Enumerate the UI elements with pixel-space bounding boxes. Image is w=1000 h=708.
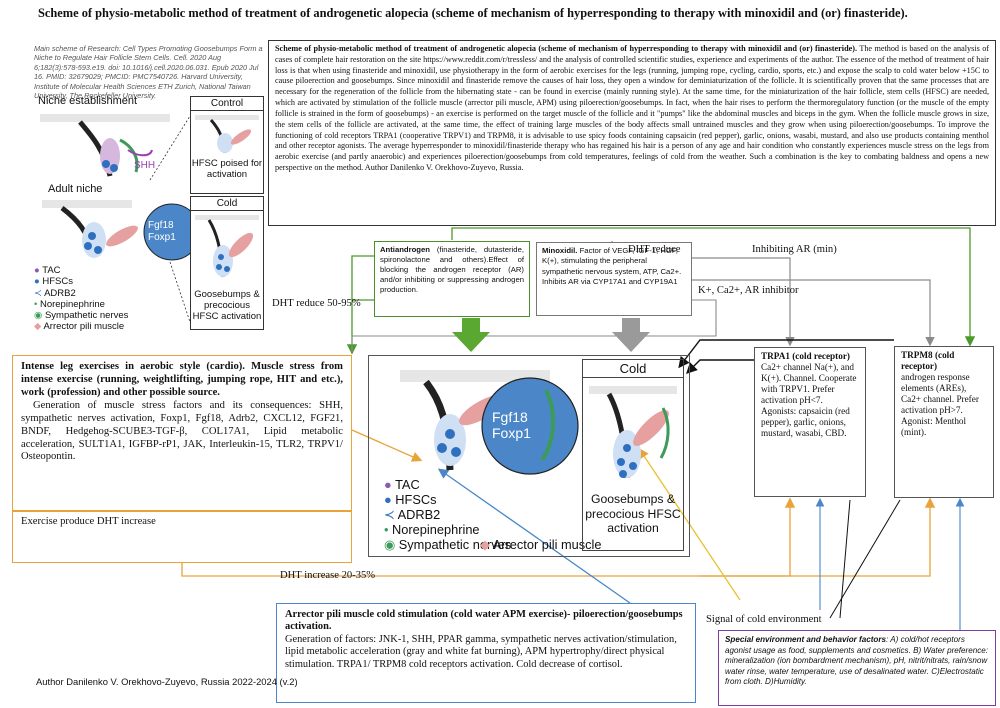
author-credit: Author Danilenko V. Orekhovo-Zuyevo, Rus… bbox=[36, 676, 298, 687]
fgf18-small: Fgf18 bbox=[148, 220, 174, 231]
cold-big-title: Cold bbox=[583, 360, 683, 378]
center-illustration-frame bbox=[368, 355, 690, 557]
center-legend-tac: ● TAC bbox=[384, 477, 420, 492]
cold-small-caption: Goosebumps & precocious HFSC activation bbox=[192, 289, 262, 322]
legs-to-center-line bbox=[351, 429, 423, 462]
dht-reduce-label: DHT reduce bbox=[628, 244, 681, 255]
legend-tac: ● TAC bbox=[34, 265, 61, 276]
leg-exercise-box: Intense leg exercises in aerobic style (… bbox=[12, 355, 352, 511]
apm-title: Arrector pili muscle cold stimulation (c… bbox=[285, 609, 683, 633]
minox-to-trpm8-line bbox=[692, 279, 935, 347]
legend-adrb2: ≺ ADRB2 bbox=[34, 288, 76, 299]
control-box: Control HFSC poised for activation bbox=[190, 96, 264, 194]
adult-niche-title: Adult niche bbox=[48, 183, 103, 195]
trpa1-text: Ca2+ channel Na(+), and K(+). Channel. C… bbox=[761, 362, 857, 439]
description-box: Scheme of physio-metabolic method of tre… bbox=[268, 40, 996, 226]
special-text: : A) cold/hot receptors agonist usage as… bbox=[725, 635, 989, 687]
cold-big-caption: Goosebumps & precocious HFSC activation bbox=[585, 492, 681, 536]
center-follicle-illustration: Fgf18 Foxp1 bbox=[400, 370, 579, 475]
minoxidil-box: Minoxidil. Factor of VEGF, IGF-1, HGF, K… bbox=[536, 242, 692, 316]
control-follicle-icon bbox=[195, 115, 259, 154]
cold-signal-label: Signal of cold environment bbox=[706, 614, 822, 625]
control-title: Control bbox=[191, 97, 263, 111]
minox-to-center-line bbox=[351, 299, 717, 352]
description-title: Scheme of physio-metabolic method of tre… bbox=[275, 44, 858, 53]
description-body: The method is based on the analysis of c… bbox=[275, 44, 990, 173]
cold-env-line-4 bbox=[839, 499, 851, 619]
trpa1-to-cold-arrow bbox=[686, 359, 754, 374]
cold-env-line-3 bbox=[829, 499, 901, 619]
dotted-connector-2 bbox=[169, 261, 191, 323]
cold-small-follicle-icon bbox=[195, 215, 259, 278]
special-environment-box: Special environment and behavior factors… bbox=[718, 630, 996, 706]
leg-exercise-text: Generation of muscle stress factors and … bbox=[21, 399, 343, 463]
center-legend-hfscs: ● HFSCs bbox=[384, 492, 437, 507]
center-legend-adrb2: ≺ ADRB2 bbox=[384, 507, 441, 522]
antiandrogen-text: (finasteride, dutasteride, spironolacton… bbox=[380, 245, 524, 294]
dht-increase-trpa1-line bbox=[700, 497, 796, 577]
trpm8-text: androgen response elements (AREs), Ca2+ … bbox=[901, 372, 979, 438]
foxp1-small: Foxp1 bbox=[148, 232, 176, 243]
trpm8-title-suffix: (cold receptor) bbox=[901, 350, 955, 372]
trpa1-box: TRPA1 (cold receptor) Ca2+ channel Na(+)… bbox=[754, 347, 866, 497]
legend-hfscs: ● HFSCs bbox=[34, 276, 74, 287]
minoxidil-down-arrow bbox=[612, 318, 650, 352]
trpm8-title: TRPM8 bbox=[901, 350, 933, 360]
antiandrogen-down-arrow bbox=[452, 318, 490, 352]
control-caption: HFSC poised for activation bbox=[191, 158, 263, 180]
dht-reduce-range-label: DHT reduce 50-95% bbox=[272, 298, 361, 309]
inhibiting-ar-label: Inhibiting AR (min) bbox=[752, 244, 837, 255]
center-legend-arrector: ◆ Arrector pili muscle bbox=[480, 537, 602, 552]
cold-big-follicle-icon bbox=[589, 386, 677, 479]
minoxidil-text: Factor of VEGF, IGF-1, HGF, K(+), stimul… bbox=[542, 246, 682, 287]
niche-illustration: SHH bbox=[40, 114, 170, 177]
dht-reduce-left-line bbox=[346, 255, 374, 355]
ions-label: K+, Ca2+, AR inhibitor bbox=[698, 285, 799, 296]
center-legend-sympathetic: ◉ Sympathetic nerves bbox=[384, 537, 512, 552]
foxp1-big: Foxp1 bbox=[492, 425, 531, 441]
antiandrogen-title: Antiandrogen bbox=[380, 245, 430, 254]
trpm8-to-cold-arrow bbox=[678, 339, 894, 369]
niche-title: Niche establishment bbox=[38, 95, 138, 107]
main-title: Scheme of physio-metabolic method of tre… bbox=[38, 6, 908, 20]
cold-small-box: Cold Goosebumps & precocious HFSC activa… bbox=[190, 196, 264, 330]
antiandrogen-box: Antiandrogen (finasteride, dutasteride, … bbox=[374, 241, 530, 317]
reference-text: Main scheme of Research: Cell Types Prom… bbox=[34, 44, 263, 101]
exercise-produce-box: Exercise produce DHT increase bbox=[12, 511, 352, 563]
legend-arrector: ◆ Arrector pili muscle bbox=[34, 321, 125, 332]
apm-cold-stimulation-box: Arrector pili muscle cold stimulation (c… bbox=[276, 603, 696, 703]
dotted-connector bbox=[149, 115, 191, 181]
leg-exercise-title: Intense leg exercises in aerobic style (… bbox=[21, 361, 343, 398]
cold-big-box: Cold Goosebumps & precocious HFSC activa… bbox=[582, 359, 684, 551]
minoxidil-title: Minoxidil. bbox=[542, 246, 578, 255]
fgf18-big: Fgf18 bbox=[492, 409, 528, 425]
apm-text: Generation of factors: JNK-1, SHH, PPAR … bbox=[285, 633, 677, 670]
dht-increase-label: DHT increase 20-35% bbox=[280, 570, 376, 581]
dht-reduce-line bbox=[451, 227, 976, 347]
cold-small-title: Cold bbox=[191, 197, 263, 211]
trpa1-title: TRPA1 (cold receptor) bbox=[761, 351, 850, 361]
trpm8-box: TRPM8 (cold receptor) androgen response … bbox=[894, 346, 994, 498]
dht-increase-line bbox=[181, 497, 936, 577]
legend-sympathetic: ◉ Sympathetic nerves bbox=[34, 310, 129, 321]
adult-niche-illustration: Fgf18 Foxp1 bbox=[42, 200, 190, 261]
center-legend-norepinephrine: • Norepinephrine bbox=[384, 522, 480, 537]
apm-to-center-line bbox=[437, 468, 631, 604]
legend-norepinephrine: • Norepinephrine bbox=[34, 299, 105, 310]
special-title: Special environment and behavior factors bbox=[725, 635, 887, 644]
shh-label: SHH bbox=[134, 160, 155, 171]
cold-signal-gold-line bbox=[638, 447, 741, 601]
